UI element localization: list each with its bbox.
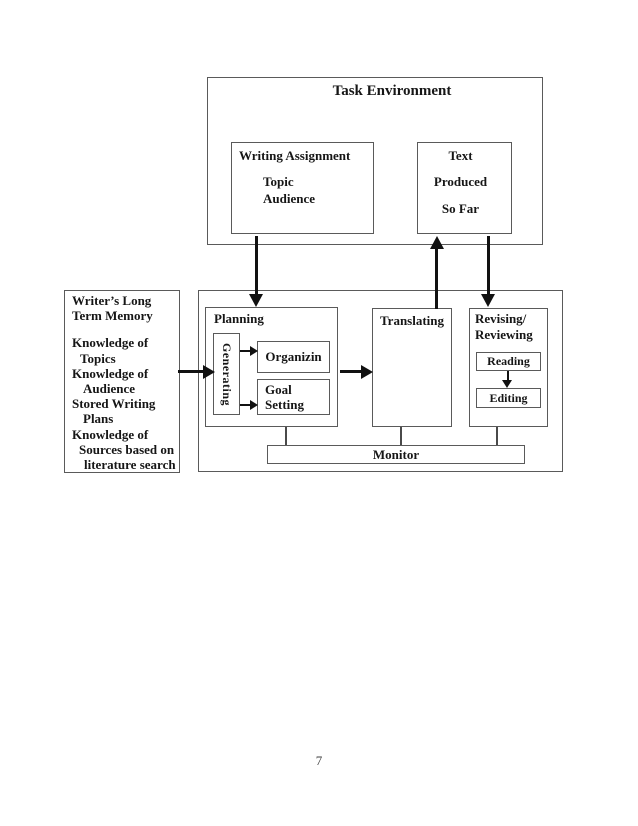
ltm-line: Audience — [83, 381, 135, 397]
ltm-line: Writer’s Long — [72, 293, 152, 308]
arrow-reading-to-editing-line — [507, 371, 509, 381]
arrow-text-to-revising-line — [487, 236, 490, 295]
ltm-line: Knowledge of — [72, 335, 149, 351]
monitor-box: Monitor — [267, 445, 525, 464]
arrow-generating-to-goal-head — [250, 400, 258, 410]
task-environment-title: Task Environment — [332, 83, 452, 99]
task-environment-box: Task Environment Writing Assignment Topi… — [207, 77, 543, 245]
text-produced-line-1: Text — [448, 148, 473, 163]
ltm-line: Knowledge of — [72, 426, 149, 442]
ltm-line: Knowledge of — [72, 365, 149, 381]
arrow-reading-to-editing-head — [502, 380, 512, 388]
arrow-generating-to-organizing-head — [250, 346, 258, 356]
writing-assignment-title: Writing Assignment — [239, 148, 351, 163]
text-produced-box: Text Produced So Far — [417, 142, 512, 234]
arrow-planning-to-translating-head — [361, 365, 373, 379]
ltm-line: Topics — [80, 350, 116, 366]
planning-box: Planning Generating Organizin Goal Setti… — [205, 307, 338, 427]
revising-box: Revising/ Reviewing Reading Editing — [469, 308, 548, 427]
long-term-memory-box: Writer’s Long Term Memory Knowledge of T… — [64, 290, 180, 473]
writing-assignment-box: Writing Assignment Topic Audience — [231, 142, 374, 234]
arrow-assignment-to-planning-head — [249, 294, 263, 307]
connector-revising-to-monitor — [496, 427, 498, 445]
ltm-line: Sources based on — [79, 441, 175, 457]
ltm-line: Term Memory — [72, 308, 153, 324]
monitor-label: Monitor — [372, 446, 420, 462]
organizing-label: Organizin — [265, 349, 322, 364]
ltm-line: Plans — [83, 411, 114, 427]
ltm-spacer — [72, 323, 179, 335]
editing-box: Editing — [476, 388, 541, 408]
arrow-memory-to-planning-line — [178, 370, 204, 373]
organizing-box: Organizin — [257, 341, 330, 373]
editing-label: Editing — [489, 390, 528, 405]
arrow-memory-to-planning-head — [203, 365, 215, 379]
arrow-planning-to-translating-line — [340, 370, 363, 373]
arrow-translating-to-text-head — [430, 236, 444, 249]
text-produced-line-2: Produced — [433, 174, 488, 189]
arrow-assignment-to-planning-line — [255, 236, 258, 295]
translating-title: Translating — [379, 313, 445, 328]
goal-setting-label: Goal Setting — [265, 382, 304, 412]
translating-box: Translating — [372, 308, 452, 427]
generating-label: Generating — [220, 342, 234, 406]
generating-box: Generating — [213, 333, 240, 415]
page-number: 7 — [315, 753, 323, 768]
arrow-generating-to-goal-line — [240, 404, 251, 406]
topic-label: Topic — [263, 174, 294, 189]
arrow-translating-to-text-line — [435, 249, 438, 309]
connector-translating-to-monitor — [400, 427, 402, 445]
arrow-generating-to-organizing-line — [240, 350, 251, 352]
ltm-line: Stored Writing — [72, 396, 156, 412]
reading-box: Reading — [476, 352, 541, 371]
arrow-text-to-revising-head — [481, 294, 495, 307]
reading-label: Reading — [487, 354, 530, 368]
audience-label: Audience — [263, 191, 315, 206]
goal-setting-box: Goal Setting — [257, 379, 330, 415]
ltm-line: literature search — [84, 457, 176, 473]
planning-title: Planning — [214, 311, 264, 326]
text-produced-line-3: So Far — [441, 201, 480, 216]
connector-planning-to-monitor — [285, 427, 287, 445]
process-box: Planning Generating Organizin Goal Setti… — [198, 290, 563, 472]
revising-title: Revising/ Reviewing — [475, 311, 533, 342]
